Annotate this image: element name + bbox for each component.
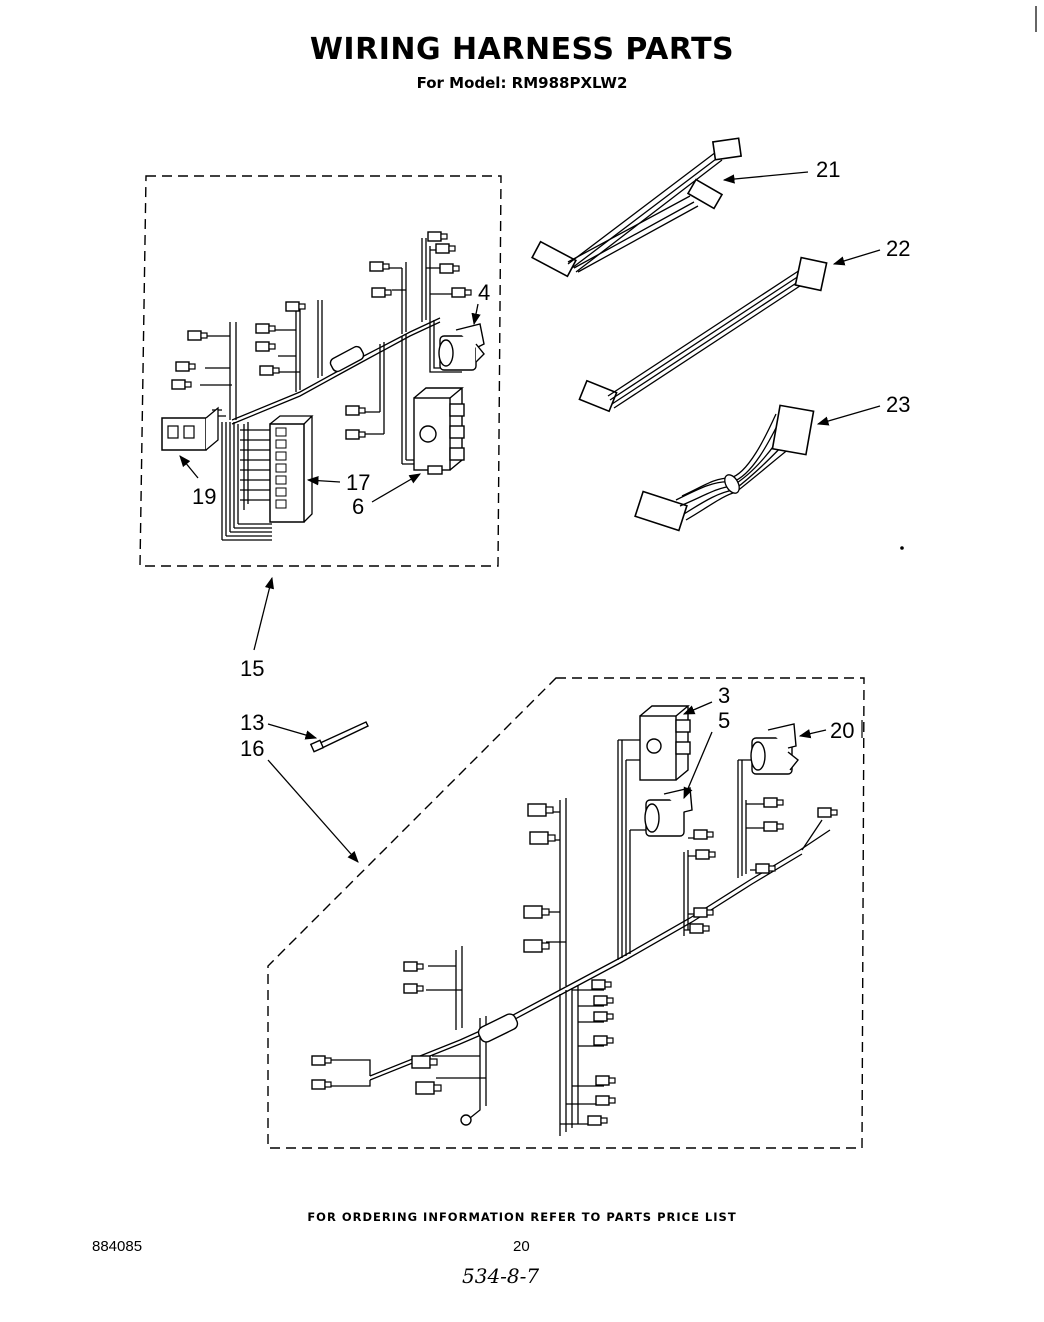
lower-harness-tube — [477, 1013, 519, 1043]
lower-harness-box — [267, 677, 865, 1149]
callout-4: 4 — [478, 280, 490, 305]
upper-harness-wires — [200, 238, 462, 541]
lower-harness-wires — [330, 739, 831, 1136]
part-20-switch — [750, 723, 799, 775]
lower-harness-connectors — [311, 797, 838, 1126]
part-23-bundled-harness — [634, 404, 815, 532]
part-13-cable-tie — [309, 721, 369, 753]
part-4-switch — [438, 323, 485, 371]
handwritten-note: 534-8-7 — [462, 1264, 540, 1288]
callout-19: 19 — [192, 484, 216, 509]
callout-15: 15 — [240, 656, 264, 681]
callout-numbers: 21 22 23 4 17 6 19 15 13 16 3 5 20 — [192, 157, 910, 761]
upper-harness-box — [139, 175, 502, 567]
part-6-connector-block — [413, 387, 465, 475]
part-5-switch — [644, 787, 693, 837]
part-21-ribbon-harness — [531, 137, 743, 278]
scan-marks — [861, 6, 1037, 738]
callout-17: 17 — [346, 470, 370, 495]
callout-6: 6 — [352, 494, 364, 519]
part-19-terminal-block — [161, 406, 219, 451]
part-17-terminal-strip — [269, 415, 314, 523]
callout-20: 20 — [830, 718, 854, 743]
callout-5: 5 — [718, 708, 730, 733]
callout-3: 3 — [718, 683, 730, 708]
callout-23: 23 — [886, 392, 910, 417]
page-number: 20 — [513, 1238, 530, 1255]
callout-16: 16 — [240, 736, 264, 761]
ordering-note: FOR ORDERING INFORMATION REFER TO PARTS … — [307, 1210, 737, 1224]
callout-22: 22 — [886, 236, 910, 261]
page-title: WIRING HARNESS PARTS — [309, 32, 735, 67]
callout-13: 13 — [240, 710, 264, 735]
part-22-ribbon-harness — [578, 256, 828, 413]
part-3-connector-block — [639, 705, 691, 781]
document-number: 884085 — [92, 1238, 143, 1255]
model-subtitle: For Model: RM988PXLW2 — [416, 74, 628, 92]
callout-21: 21 — [816, 157, 840, 182]
callout-leaders — [179, 171, 881, 863]
upper-harness-tube — [329, 345, 365, 373]
